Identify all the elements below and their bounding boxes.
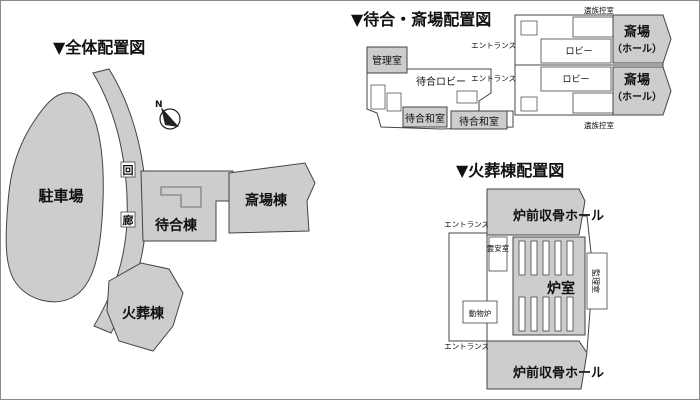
animal-furnace (462, 300, 498, 324)
hall-room-a (520, 20, 538, 36)
funeral-hall-lower-subtitle: （ホール） (612, 90, 662, 103)
ash-collection-hall-lower (486, 340, 588, 390)
family-room-lower (572, 92, 614, 114)
repose-room-label: 霊安室 (487, 243, 510, 253)
corridor-label-bottom: 廊 (123, 213, 134, 227)
management-room-label: 監理室 (591, 269, 601, 293)
management-room (586, 252, 608, 310)
animal-furnace-label: 動物炉 (469, 308, 492, 318)
crematorium-building (106, 262, 184, 352)
lobby-lower-label: ロビー (562, 74, 589, 85)
furnace-unit-4 (554, 240, 562, 276)
furnace-unit-7 (530, 296, 538, 332)
overall-layout-heading: ▼全体配置図 (53, 38, 145, 57)
tatami-room-2 (450, 110, 508, 130)
crematorium-heading: ▼火葬棟配置図 (456, 161, 564, 180)
crematorium-entrance-upper-label: エントランス (444, 220, 489, 229)
furnace-units (518, 240, 574, 332)
parking-lot (5, 92, 104, 303)
parking-label: 駐車場 (38, 187, 83, 205)
management-office-label: 管理室 (372, 54, 402, 67)
furnace-unit-2 (530, 240, 538, 276)
crematorium-plan: 炉前収骨ホール 炉前収骨ホール エントランス エントランス 霊安室 炉室 監理室 (444, 188, 608, 390)
north-arrow-circle (159, 108, 181, 130)
corridor-label-box-bottom (120, 211, 136, 228)
funeral-hall-upper-subtitle: （ホール） (612, 42, 662, 55)
furnace-unit-5 (566, 240, 574, 276)
funeral-hall-upper-title: 斎場 (624, 24, 650, 40)
furnace-unit-1 (518, 240, 526, 276)
funeral-hall-lower (612, 66, 672, 116)
crematorium-building-label: 火葬棟 (122, 305, 165, 322)
entrance-upper-label: エントランス (471, 41, 516, 50)
corridor-label-box-top (120, 161, 136, 178)
funeral-hall-lower-title: 斎場 (624, 72, 650, 88)
furnace-room-label: 炉室 (547, 280, 575, 297)
crematorium-entrance-lower-label: エントランス (444, 342, 489, 351)
lobby-lower (540, 66, 612, 92)
waiting-room-c (456, 90, 478, 104)
waiting-building-inner-line (160, 186, 202, 208)
funeral-hall-building-label: 斎場棟 (245, 192, 288, 209)
waiting-building (140, 170, 234, 242)
furnace-unit-6 (518, 296, 526, 332)
waiting-hall-plan: 管理室 待合ロビー 待合和室 待合和室 遺族控室 遺族控室 エントランス エント… (366, 5, 672, 130)
family-room-upper-label: 遺族控室 (584, 5, 614, 15)
lobby-upper (540, 38, 612, 64)
north-label: N (155, 100, 163, 110)
ash-collection-hall-upper (486, 188, 586, 236)
funeral-hall-upper (612, 14, 672, 64)
family-room-upper (572, 16, 614, 38)
entrance-lower-label: エントランス (471, 74, 516, 83)
funeral-hall-building (228, 162, 316, 234)
ash-collection-hall-upper-label: 炉前収骨ホール (513, 208, 604, 224)
waiting-room-a (370, 84, 386, 110)
tatami-room-2-label: 待合和室 (459, 115, 499, 128)
corridor-label-top: 回 (123, 163, 134, 177)
tatami-room-1 (402, 106, 448, 128)
furnace-unit-10 (566, 296, 574, 332)
furnace-unit-3 (542, 240, 550, 276)
repose-room (488, 236, 508, 272)
waiting-building-label: 待合棟 (155, 217, 198, 234)
furnace-unit-9 (554, 296, 562, 332)
tatami-room-1-label: 待合和室 (405, 112, 445, 125)
lobby-upper-label: ロビー (565, 46, 592, 57)
waiting-room-b (386, 92, 402, 112)
family-room-lower-label: 遺族控室 (584, 120, 614, 130)
waiting-lobby-label: 待合ロビー (416, 75, 466, 88)
crematorium-west-wing (448, 232, 490, 342)
hall-room-b (520, 96, 538, 112)
furnace-unit-8 (542, 296, 550, 332)
north-arrow-icon (161, 107, 179, 127)
ash-collection-hall-lower-label: 炉前収骨ホール (513, 365, 604, 381)
waiting-hall-heading: ▼待合・斎場配置図 (351, 10, 491, 29)
